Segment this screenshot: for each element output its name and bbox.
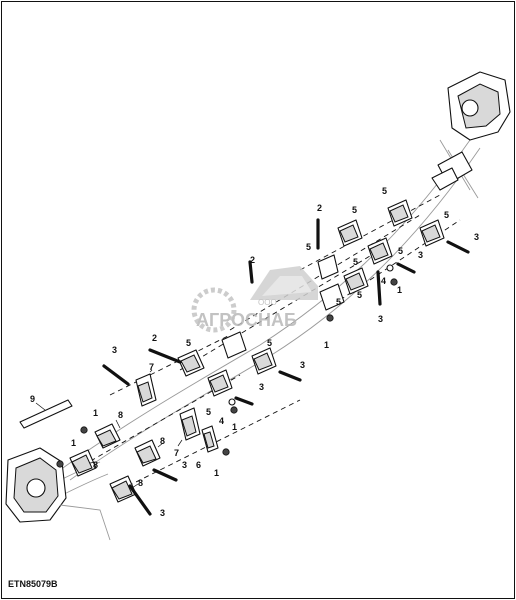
callout-5-k: 5 bbox=[357, 290, 362, 300]
nut-icon bbox=[326, 314, 334, 322]
bolt-icon bbox=[234, 396, 254, 406]
callout-5-h: 5 bbox=[306, 242, 311, 252]
callout-2-b: 2 bbox=[317, 203, 322, 213]
callout-3-b: 3 bbox=[160, 508, 165, 518]
callout-5-e: 5 bbox=[382, 186, 387, 196]
bolts-part-2: 2 2 2 bbox=[148, 203, 322, 364]
callout-4-a: 4 bbox=[219, 416, 224, 426]
callout-8-d: 8 bbox=[138, 478, 143, 488]
callout-7-a: 7 bbox=[149, 362, 154, 372]
nut-icon bbox=[222, 448, 230, 456]
callout-3-e: 3 bbox=[300, 360, 305, 370]
callout-1-b: 1 bbox=[71, 438, 76, 448]
callout-5-c: 5 bbox=[206, 407, 211, 417]
callout-9: 9 bbox=[30, 394, 35, 404]
callout-1-f: 1 bbox=[324, 340, 329, 350]
callout-5-i: 5 bbox=[353, 257, 358, 267]
bolt-icon bbox=[396, 262, 416, 274]
nuts-part-1: 1 1 1 1 1 1 bbox=[56, 278, 402, 478]
callout-1-e: 1 bbox=[397, 285, 402, 295]
callout-3-f: 3 bbox=[378, 314, 383, 324]
callout-1-d: 1 bbox=[214, 468, 219, 478]
watermark: ООО АГРОСНАБ bbox=[191, 266, 318, 333]
hydraulic-motor-lower-icon bbox=[5, 447, 111, 541]
callout-7-b: 7 bbox=[174, 448, 179, 458]
callout-2-c: 2 bbox=[250, 255, 255, 265]
watermark-line2: АГРОСНАБ bbox=[196, 310, 297, 330]
bolt-icon bbox=[148, 348, 182, 364]
bolt-icon bbox=[278, 370, 302, 382]
callout-5-b: 5 bbox=[267, 338, 272, 348]
rod-part-9: 9 bbox=[19, 394, 73, 429]
hydraulic-motor-icon bbox=[431, 71, 511, 199]
gear-field-logo-icon bbox=[191, 266, 318, 333]
bolt-icon bbox=[446, 240, 470, 254]
nut-icon bbox=[390, 278, 398, 286]
callout-1-c: 1 bbox=[232, 422, 237, 432]
bolt-icon bbox=[102, 364, 130, 386]
bolt-icon bbox=[128, 484, 152, 516]
callout-3-a: 3 bbox=[112, 345, 117, 355]
bolt-icon bbox=[152, 468, 178, 482]
watermark-line1: ООО bbox=[258, 298, 277, 307]
callout-8-a: 8 bbox=[118, 410, 123, 420]
callout-1-a: 1 bbox=[93, 408, 98, 418]
callout-8-c: 8 bbox=[160, 436, 165, 446]
callout-3-h: 3 bbox=[474, 232, 479, 242]
callout-5-a: 5 bbox=[186, 338, 191, 348]
clamp-halves-part-7: 7 7 bbox=[135, 362, 201, 458]
callout-5-f: 5 bbox=[444, 210, 449, 220]
spacer-part-6: 6 bbox=[196, 425, 219, 470]
callout-8-b: 8 bbox=[93, 460, 98, 470]
bolt-icon bbox=[376, 270, 382, 306]
callout-5-j: 5 bbox=[336, 297, 341, 307]
callout-6: 6 bbox=[196, 460, 201, 470]
nut-icon bbox=[56, 460, 64, 468]
callout-5-d: 5 bbox=[352, 205, 357, 215]
drawing-id: ETN85079B bbox=[8, 579, 58, 589]
bolt-icon bbox=[248, 260, 254, 284]
callout-2-a: 2 bbox=[152, 333, 157, 343]
nut-icon bbox=[230, 406, 238, 414]
callout-4-b: 4 bbox=[381, 276, 386, 286]
washers-part-4: 4 4 bbox=[219, 264, 394, 426]
callout-3-d: 3 bbox=[259, 382, 264, 392]
callout-5-g: 5 bbox=[398, 246, 403, 256]
brackets-part-5: 5 5 5 5 5 5 5 5 5 5 5 bbox=[177, 186, 449, 417]
bolts-part-3: 3 3 3 3 3 3 3 3 bbox=[102, 232, 479, 518]
callout-3-c: 3 bbox=[182, 460, 187, 470]
callout-3-g: 3 bbox=[418, 250, 423, 260]
clamp-blocks-part-8: 8 8 8 8 bbox=[69, 410, 165, 503]
nut-icon bbox=[80, 426, 88, 434]
